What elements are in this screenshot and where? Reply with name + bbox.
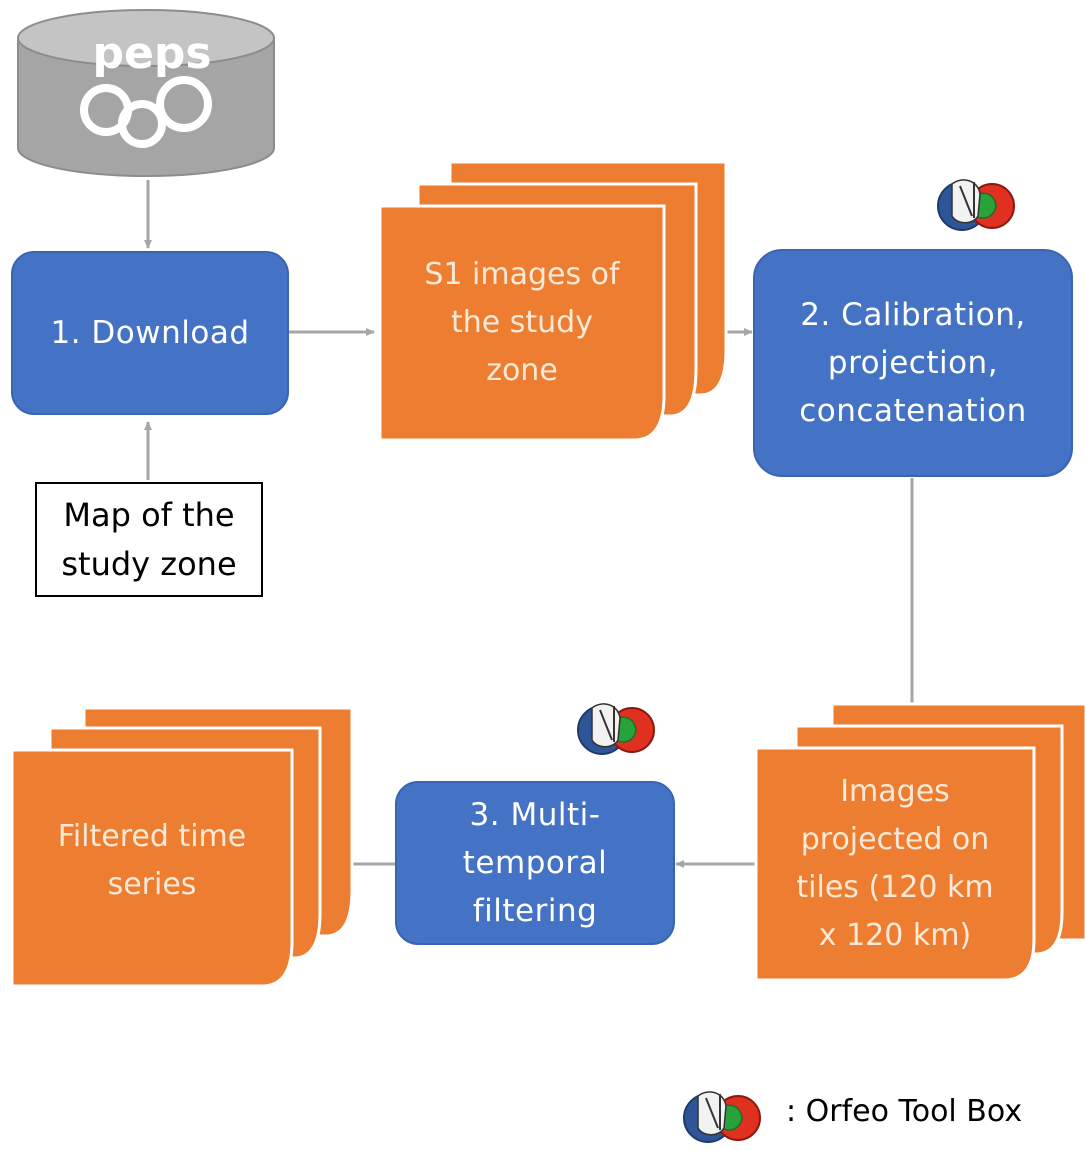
filtering-step-label: 3. Multi- temporal filtering xyxy=(462,797,608,929)
projected-images-label: Images projected on tiles (120 km x 120 … xyxy=(796,774,994,953)
map-input-box: Map of the study zone xyxy=(35,482,263,597)
download-step-box xyxy=(11,251,289,415)
orfeo-toolbox-icon xyxy=(937,178,1015,231)
peps-rings-icon xyxy=(80,76,212,148)
download-step-label: 1. Download xyxy=(50,315,250,351)
peps-database-icon: peps xyxy=(17,9,275,177)
connectors xyxy=(144,180,916,868)
filtered-series-stack xyxy=(10,706,354,988)
orfeo-toolbox-icon xyxy=(577,702,655,755)
calibration-step-label: 2. Calibration, projection, concatenatio… xyxy=(799,297,1027,429)
calibration-step-box xyxy=(753,249,1073,477)
s1-images-label: S1 images of the study zone xyxy=(424,257,620,388)
s1-images-stack xyxy=(378,160,728,442)
filtering-step-box xyxy=(395,781,675,945)
peps-logo-text: peps xyxy=(92,28,211,79)
filtered-series-label: Filtered time series xyxy=(57,819,247,902)
legend-orfeo-toolbox-icon xyxy=(683,1090,761,1143)
projected-images-stack xyxy=(754,702,1086,982)
legend-label: : Orfeo Tool Box xyxy=(786,1094,1023,1129)
